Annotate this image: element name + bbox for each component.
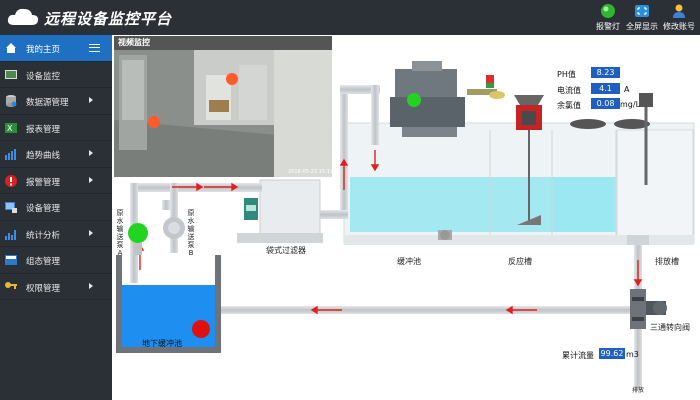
sidebar-item-label: 报表管理 [26,124,61,135]
database-icon [6,95,17,107]
process-diagram: 视频监控 2018-05-23 15:11:36 袋式过滤器 缓冲池 反应槽 排… [112,35,700,400]
fullscreen-label: 全屏显示 [626,22,658,31]
chevron-right-icon [89,97,93,103]
video-timestamp: 2018-05-23 15:11:36 [288,169,342,175]
three-way-valve-label: 三通转向阀 [650,323,690,332]
chevron-right-icon [89,150,93,156]
buffer-pool-label: 缓冲池 [397,257,421,266]
video-panel-title: 视频监控 [114,36,332,50]
tank-structure [343,122,695,245]
chevron-right-icon [89,282,93,289]
excel-icon: X [5,122,17,133]
key-icon [5,281,17,289]
sidebar-item-label: 统计分析 [26,230,61,241]
current-value: 4.1 [591,83,620,94]
sidebar: 我的主页 设备监控 数据源管理 X 报表管理 趋势曲线 报警管理 设备管理 统计… [0,35,112,400]
sidebar-item-label: 权限管理 [26,283,61,294]
current-unit: A [624,85,630,94]
device-icon [5,202,17,213]
sidebar-item-home[interactable]: 我的主页 [0,35,112,62]
home-icon [6,43,16,53]
sidebar-item-alarms[interactable]: 报警管理 [0,168,112,194]
flow-unit: m3 [626,350,639,359]
config-icon [5,255,17,265]
current-label: 电流值 [557,86,581,95]
reaction-tank-label: 反应槽 [508,257,532,266]
sidebar-item-label: 我的主页 [26,45,61,55]
bag-filter-label: 袋式过滤器 [266,246,306,255]
alarm-light-label: 报警灯 [596,22,620,31]
pump-b-label: 原水输送泵B [187,209,195,257]
reactor-equipment [390,61,653,240]
chevron-right-icon [89,176,93,183]
statistics-icon [5,229,16,240]
sidebar-item-datasource[interactable]: 数据源管理 [0,88,112,115]
pump-a-label: 原水输送泵A [116,209,124,257]
sidebar-item-statistics[interactable]: 统计分析 [0,221,112,247]
sidebar-item-label: 趋势曲线 [26,151,61,161]
chlorine-value: 0.08 [591,98,620,109]
menu-toggle-icon[interactable] [89,44,100,52]
sidebar-item-permissions[interactable]: 权限管理 [0,274,112,300]
sidebar-item-devices[interactable]: 设备管理 [0,194,112,221]
reactor-run-indicator [407,93,421,107]
flow-arrows [135,150,643,315]
sidebar-item-label: 数据源管理 [26,98,69,108]
bag-filter-unit [237,179,323,243]
fullscreen-button[interactable]: 全屏显示 [622,3,662,33]
three-way-valve [630,289,667,329]
svg-text:X: X [7,124,13,133]
sidebar-item-device-monitor[interactable]: 设备监控 [0,62,112,88]
pump-b [163,217,185,239]
alarm-light-icon [601,4,615,18]
sidebar-item-label: 组态管理 [26,257,61,267]
process-schematic [116,61,695,390]
sidebar-item-trends[interactable]: 趋势曲线 [0,141,112,168]
discharge-label: 排放 [632,387,645,394]
sidebar-item-configuration[interactable]: 组态管理 [0,247,112,274]
underground-buffer-label: 地下缓冲池 [142,339,182,348]
chlorine-unit: mg/L [620,100,641,109]
camera-feed-image [114,50,332,177]
ph-value: 8.23 [591,67,620,78]
chevron-right-icon [89,229,93,236]
cloud-logo-icon [7,8,39,25]
alarm-icon [5,174,17,187]
flow-value: 99.62 [599,348,625,359]
sidebar-item-label: 设备管理 [26,204,61,214]
sidebar-item-label: 设备监控 [26,71,61,82]
buffer-pool-alarm-indicator [192,320,210,338]
sidebar-item-label: 报警管理 [26,177,61,188]
user-account-icon [673,4,685,18]
video-monitor-panel[interactable]: 视频监控 2018-05-23 15:11:36 [114,36,341,177]
trend-chart-icon [5,149,16,160]
flow-label: 累计流量 [562,351,594,360]
app-title: 远程设备监控平台 [44,10,173,28]
alarm-light-button[interactable]: 报警灯 [588,3,628,33]
pump-a [128,223,148,255]
sidebar-item-reports[interactable]: X 报表管理 [0,115,112,141]
monitor-icon [5,69,17,79]
chlorine-label: 余氯值 [557,101,581,110]
discharge-tank-label: 排放槽 [655,257,679,266]
edit-account-button[interactable]: 修改账号 [659,3,699,33]
fullscreen-icon [635,5,649,17]
ph-label: PH值 [557,70,576,79]
top-header: 远程设备监控平台 报警灯 全屏显示 修改账号 [0,0,700,35]
edit-account-label: 修改账号 [663,22,695,31]
